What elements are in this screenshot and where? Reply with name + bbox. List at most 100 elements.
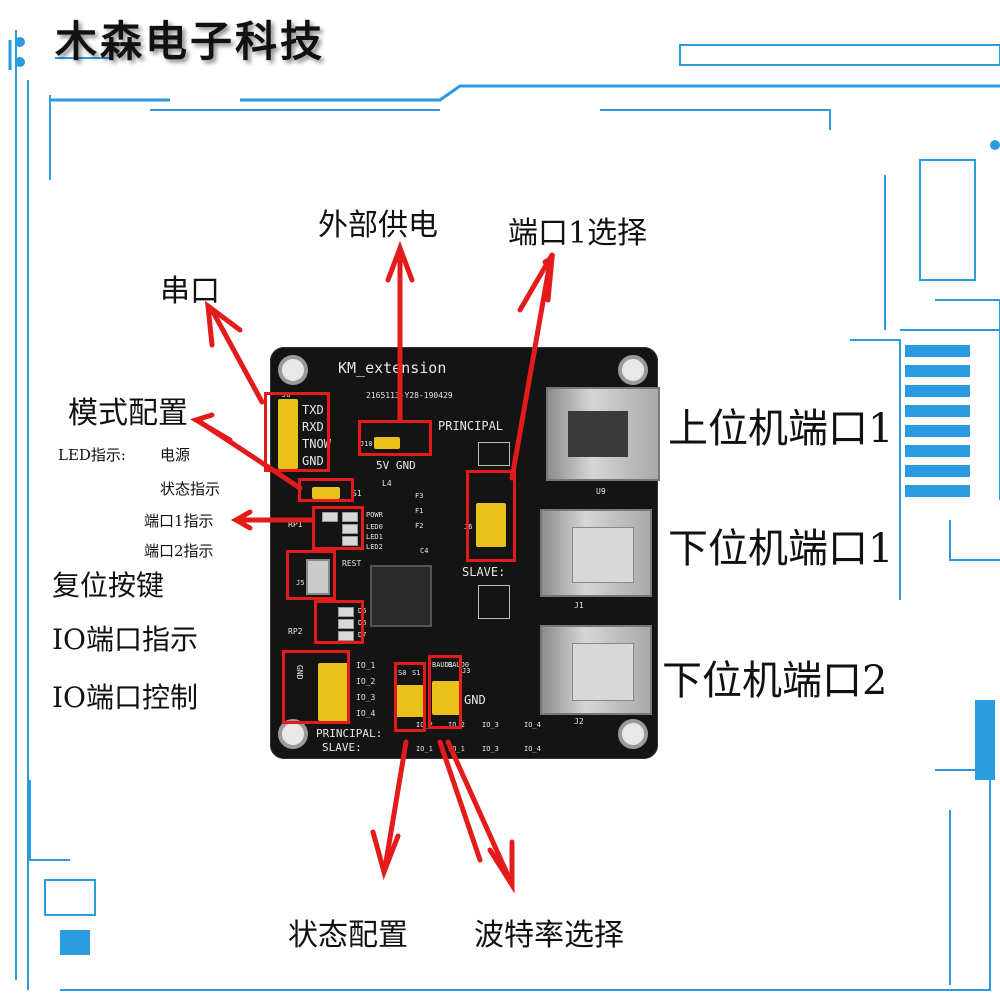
circuit-board: KM_extension 2165113-Y28-190429 J8 TXD R… <box>270 347 660 759</box>
io-header <box>318 663 350 721</box>
usb-a-connector-1 <box>540 509 652 597</box>
slave-mid-label: SLAVE: <box>462 565 506 579</box>
led <box>322 512 338 522</box>
serial-pin-label: TNOW <box>302 437 331 451</box>
baud-highlight-box <box>428 655 462 729</box>
label-baud-select: 波特率选择 <box>474 918 624 953</box>
label-status-indicator: 状态指示 <box>160 480 221 498</box>
label-slave-port2: 下位机端口2 <box>662 658 888 704</box>
status-config-jumper <box>396 685 424 717</box>
led <box>338 607 354 617</box>
led <box>342 524 358 534</box>
io-bottom-label: IO_3 <box>482 721 499 729</box>
led-name: LED0 <box>366 523 383 531</box>
label-io-port-indicator: IO端口指示 <box>52 623 199 656</box>
label-host-port1: 上位机端口1 <box>668 406 894 452</box>
board-name: KM_extension <box>338 359 447 377</box>
reset-button-component <box>306 559 330 595</box>
led-name: LED2 <box>366 543 383 551</box>
baud0-label: BAUD0 <box>448 661 470 669</box>
usb-a-connector-2 <box>540 625 652 715</box>
led <box>338 619 354 629</box>
fuse-label: F2 <box>415 522 424 530</box>
led-name: POWR <box>366 511 383 519</box>
io-bottom-label: IO_1 <box>448 745 465 753</box>
serial-pin-label: TXD <box>302 403 324 417</box>
s0-label: S0 <box>398 669 407 677</box>
usb-b-connector <box>546 387 660 481</box>
fuse-label: F3 <box>415 492 424 500</box>
io-pin-label: IO_1 <box>356 661 376 670</box>
u9-label: U9 <box>596 487 606 496</box>
principal-bottom-label: PRINCIPAL: <box>316 727 383 740</box>
power-pins-label: 5V GND <box>376 459 416 472</box>
port-select-jumper <box>476 503 506 547</box>
label-port2-indicator: 端口2指示 <box>144 542 214 560</box>
io-led-highlight-box <box>314 600 364 644</box>
io-control-highlight-box <box>282 650 350 724</box>
label-serial: 串口 <box>160 274 220 309</box>
power-header <box>374 437 400 449</box>
slave-pad <box>478 585 510 619</box>
serial-header <box>278 399 298 469</box>
io-bottom-label: IO_2 <box>448 721 465 729</box>
label-status-config: 状态配置 <box>288 918 408 953</box>
io-bottom-label: IO_4 <box>524 745 541 753</box>
mcu-chip <box>370 565 432 627</box>
label-external-power: 外部供电 <box>318 208 438 243</box>
io-bottom-label: IO_4 <box>524 721 541 729</box>
principal-top-label: PRINCIPAL <box>438 419 504 433</box>
j3-label: J3 <box>462 667 471 675</box>
label-reset-button: 复位按键 <box>52 569 165 602</box>
j5-label: J5 <box>296 579 305 587</box>
mode-jumper <box>312 487 340 499</box>
s1-label: S1 <box>412 669 421 677</box>
c4-label: C4 <box>420 547 429 555</box>
principal-pad <box>478 442 510 466</box>
mounting-hole <box>618 719 648 749</box>
led <box>338 631 354 641</box>
gnd-right-label: GND <box>464 693 486 707</box>
j8-label: J8 <box>282 391 291 399</box>
baud1-label: BAUD1 <box>432 661 454 669</box>
label-io-port-control: IO端口控制 <box>52 681 199 714</box>
l4-label: L4 <box>382 479 392 488</box>
label-mode-config: 模式配置 <box>68 396 188 431</box>
label-port1-indicator: 端口1指示 <box>144 512 214 530</box>
reset-highlight-box <box>286 550 336 600</box>
label-led-indicator: LED指示: <box>58 446 126 464</box>
fuse-label: F1 <box>415 507 424 515</box>
label-slave-port1: 下位机端口1 <box>668 526 894 572</box>
rp1-label: RP1 <box>288 520 303 529</box>
label-power: 电源 <box>160 446 191 464</box>
serial-highlight-box <box>264 392 330 472</box>
io-pin-label: IO_4 <box>356 709 376 718</box>
io-pin-label: IO_2 <box>356 677 376 686</box>
port1-select-highlight-box <box>466 470 516 562</box>
status-config-highlight-box <box>394 662 426 732</box>
led-highlight-box <box>312 506 364 550</box>
rest-label: REST <box>342 559 362 568</box>
io-bottom-label: IO_3 <box>482 745 499 753</box>
power-highlight-box <box>358 420 432 456</box>
j2-label: J2 <box>574 717 584 726</box>
slave-bottom-label: SLAVE: <box>322 741 362 754</box>
led <box>342 536 358 546</box>
s1-small-label: S1 <box>352 489 362 498</box>
io-bottom-label: IO_1 <box>416 745 433 753</box>
led-name: LED1 <box>366 533 383 541</box>
board-code: 2165113-Y28-190429 <box>366 391 453 400</box>
io-pin-label: IO_3 <box>356 693 376 702</box>
brand-title: 木森电子科技 <box>55 17 326 66</box>
mounting-hole <box>618 355 648 385</box>
rp2-label: RP2 <box>288 627 303 636</box>
led <box>342 512 358 522</box>
label-port1-select: 端口1选择 <box>508 216 648 251</box>
j10-label: J10 <box>360 440 373 448</box>
serial-pin-label: RXD <box>302 420 324 434</box>
j1-label: J1 <box>574 601 584 610</box>
baud-jumper <box>432 681 460 715</box>
mounting-hole <box>278 355 308 385</box>
